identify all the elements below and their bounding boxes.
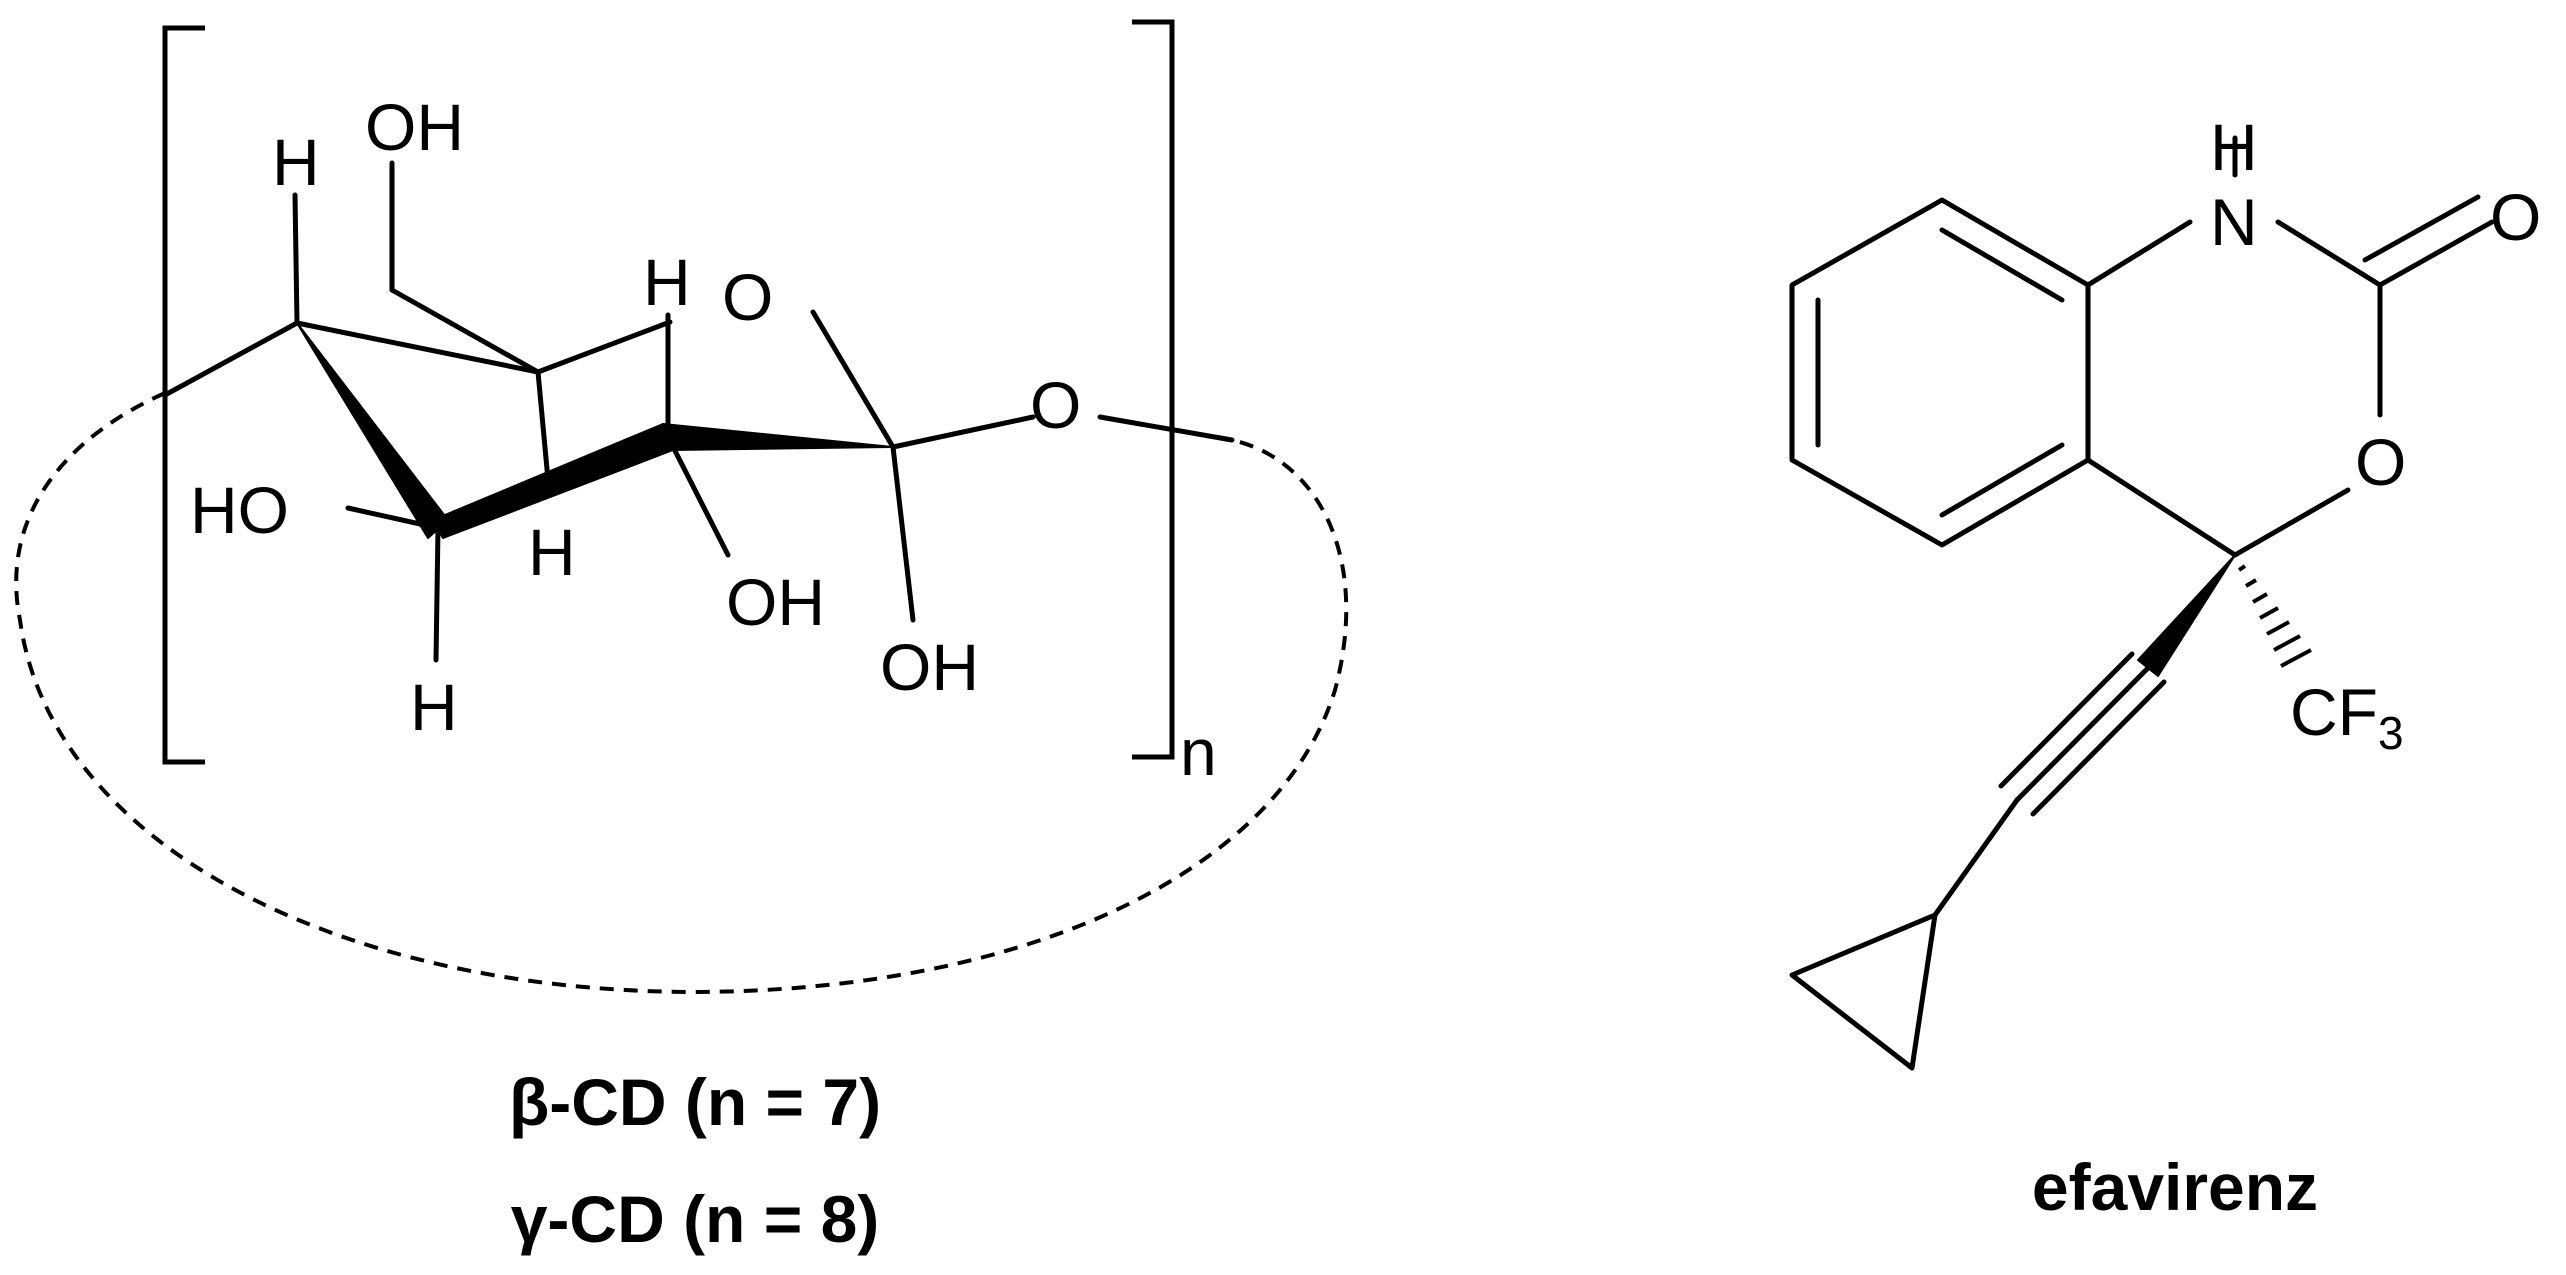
bond-c5-h <box>535 369 551 483</box>
bond-glyco-o-out <box>1097 414 1235 443</box>
bond-carbonyl-o-2 <box>2362 194 2481 263</box>
bond-c5-ring-o <box>535 319 673 375</box>
cd-atom-h-mid-low: H <box>528 515 576 589</box>
efv-atom-o-ring: O <box>2355 425 2406 499</box>
bond-c3-h <box>433 525 441 663</box>
bond-n-carbonyl <box>2275 219 2383 288</box>
efv-atom-cf3-sub: 3 <box>2378 707 2404 759</box>
repeat-subscript: n <box>1180 715 1217 789</box>
benzene-inner-bond-1 <box>1939 227 2065 303</box>
right-bracket <box>1132 19 1175 760</box>
bond-c4-link <box>162 320 300 398</box>
bond-c4-h <box>292 192 300 326</box>
cd-atom-oh-mid: OH <box>726 565 825 639</box>
caption-gamma-cd: γ-CD (n = 8) <box>511 1182 880 1256</box>
efavirenz-structure: H N O O CF3 efavirenz <box>1789 110 2541 1224</box>
cd-atom-o-glyco: O <box>1030 368 1081 442</box>
cd-atom-h-bottom: H <box>410 670 458 744</box>
bond-ring-o-c1 <box>810 309 896 450</box>
wedge-cquat-alkyne <box>2137 554 2236 677</box>
hashed-wedge-cf3 <box>2237 564 2312 668</box>
bond-c2-oh <box>665 434 731 558</box>
bond-ring-o-cquat <box>2232 487 2351 558</box>
cd-atom-h-left: H <box>272 125 320 199</box>
wedge-c4-c3 <box>296 322 449 539</box>
efv-atom-o-carbonyl: O <box>2490 180 2541 254</box>
cd-atom-ho-left: HO <box>190 473 289 547</box>
cd-atom-oh-right: OH <box>880 630 979 704</box>
bond-c5-c6 <box>389 287 541 375</box>
cd-atom-o-ring: O <box>722 260 773 334</box>
benzene-ring <box>1789 197 2091 548</box>
caption-efavirenz: efavirenz <box>2032 1150 2318 1224</box>
bond-c1-oh <box>890 444 916 623</box>
bond-cquat-ar <box>2085 457 2238 558</box>
macrocycle-loop <box>14 391 1349 995</box>
alkyne-bond-lower <box>2030 679 2167 817</box>
left-bracket <box>162 25 205 765</box>
cd-atom-h-mid-top: H <box>643 245 691 319</box>
alkyne-bond-center <box>2014 665 2151 803</box>
wedge-c2-c1 <box>662 423 894 451</box>
cyclopropyl-ring <box>1789 912 1938 1071</box>
bond-c1-glyco-o <box>890 414 1036 450</box>
bond-carbonyl-o-1 <box>2377 219 2495 288</box>
benzene-inner-bond-2 <box>1939 442 2065 518</box>
efv-atom-n-h: H <box>2210 110 2258 184</box>
cd-atom-oh-top: OH <box>365 90 464 164</box>
bond-ar-n <box>2085 219 2193 288</box>
efv-atom-cf3: CF3 <box>2290 675 2404 759</box>
efv-atom-n: N <box>2210 185 2258 259</box>
alkyne-bond-upper <box>1998 651 2135 789</box>
cyclodextrin-structure: OH H H O O HO H OH OH H n β-CD (n = 7) γ… <box>14 19 1349 1256</box>
efv-atom-cf3-main: CF <box>2290 675 2378 749</box>
bond-c4-c5 <box>294 320 541 375</box>
bond-alkyne-cyclopropyl <box>1932 797 2020 918</box>
caption-beta-cd: β-CD (n = 7) <box>509 1065 881 1139</box>
